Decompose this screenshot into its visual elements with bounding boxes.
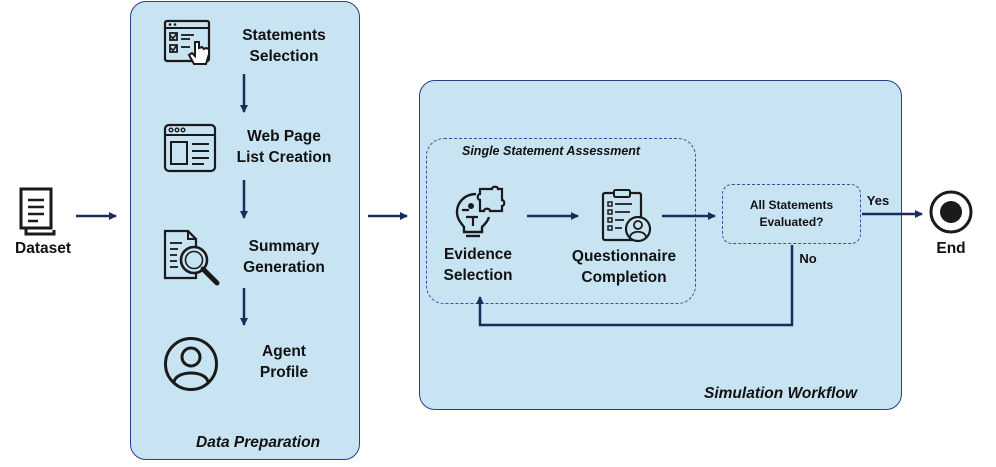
evidence-selection-line2: Selection — [443, 267, 513, 284]
document-stack-icon — [19, 187, 56, 236]
arrow-decision-no-loop — [476, 245, 794, 327]
decision-label: All Statements Evaluated? — [724, 197, 859, 231]
web-page-list-label: Web Page List Creation — [228, 126, 340, 168]
statements-selection-line2: Selection — [249, 48, 319, 65]
questionnaire-completion-line1: Questionnaire — [571, 248, 677, 265]
simulation-workflow-title: Simulation Workflow — [704, 385, 857, 402]
lightbulb-puzzle-icon — [455, 185, 506, 238]
summary-generation-line1: Summary — [248, 238, 320, 255]
questionnaire-completion-line2: Completion — [581, 269, 667, 286]
single-statement-assessment-title: Single Statement Assessment — [462, 144, 641, 158]
browser-window-icon — [163, 123, 217, 173]
summary-generation-line2: Generation — [243, 259, 325, 276]
statements-selection-line1: Statements — [242, 27, 326, 44]
end-label: End — [936, 240, 966, 257]
decision-no-label: No — [799, 251, 817, 266]
data-preparation-title: Data Preparation — [196, 434, 321, 451]
single-statement-assessment-box — [426, 138, 696, 304]
clipboard-user-icon — [601, 189, 652, 243]
dataset-label: Dataset — [15, 240, 71, 257]
web-page-list-line1: Web Page — [247, 128, 321, 145]
statements-selection-label: Statements Selection — [222, 25, 346, 67]
agent-profile-line2: Profile — [259, 364, 309, 381]
agent-profile-line1: Agent — [262, 343, 306, 360]
summary-generation-label: Summary Generation — [228, 236, 340, 278]
questionnaire-completion-label: Questionnaire Completion — [556, 246, 692, 288]
decision-line1: All Statements — [749, 198, 834, 212]
document-magnifier-icon — [163, 229, 220, 286]
simulation-workflow-panel — [419, 80, 902, 410]
agent-profile-label: Agent Profile — [236, 341, 332, 383]
user-profile-icon — [164, 337, 218, 391]
evidence-selection-label: Evidence Selection — [436, 244, 520, 286]
web-page-list-line2: List Creation — [236, 149, 332, 166]
decision-yes-label: Yes — [866, 193, 890, 208]
end-node-icon — [929, 190, 973, 234]
decision-box — [722, 184, 861, 244]
checklist-touch-icon — [163, 19, 211, 65]
decision-line2: Evaluated? — [759, 215, 824, 229]
evidence-selection-line1: Evidence — [443, 246, 513, 263]
